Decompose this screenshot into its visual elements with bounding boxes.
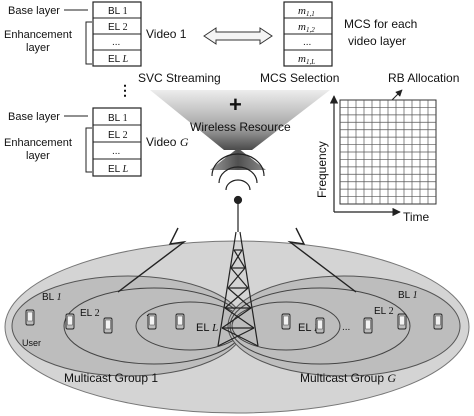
phone-icon (363, 317, 373, 334)
phone-icon (433, 313, 443, 330)
vg-row-ell: EL L (108, 164, 129, 175)
enhancement-brace-1 (85, 21, 92, 65)
phone-icon (103, 317, 113, 334)
phone-icon (147, 313, 157, 330)
mcs-table: m1,1 m1,2 ... m1,L MCS for each video la… (283, 1, 417, 67)
vg-row-dots: ... (112, 146, 120, 157)
enhancement-label-1a: Enhancement (4, 29, 72, 41)
v1-row-el2: EL 2 (108, 22, 128, 33)
enhancement-label-1b: layer (26, 42, 50, 54)
v1-row-ell: EL L (108, 54, 129, 65)
mcs-selection-label: MCS Selection (260, 71, 339, 85)
lightning-bolt-right-icon (287, 227, 357, 293)
rb-allocation-title: RB Allocation (388, 71, 459, 85)
video-g-label: Video G (146, 135, 189, 149)
enhancement-label-2a: Enhancement (4, 137, 72, 149)
multicast-group-1-label: Multicast Group 1 (64, 371, 158, 385)
vg-row-bl: BL 1 (108, 113, 128, 124)
vg-row-el2: EL 2 (108, 130, 128, 141)
base-layer-label-1: Base layer (8, 5, 60, 17)
mcs-cell-4: m1,L (298, 53, 315, 66)
phone-icon (175, 313, 185, 330)
rb-grid (339, 99, 437, 205)
lightning-bolt-left-icon (117, 227, 187, 293)
g1-bl-label: BL 1 (42, 292, 62, 303)
g1-ell-label: EL L (196, 322, 218, 334)
gg-bl-label: BL 1 (398, 290, 418, 301)
phone-icon (281, 313, 291, 330)
double-arrow-icon (203, 27, 273, 45)
gg-dots: ... (342, 322, 350, 333)
base-layer-label-2: Base layer (8, 111, 60, 123)
rb-xlabel: Time (403, 210, 430, 224)
phone-icon (397, 313, 407, 330)
phone-icon (25, 309, 35, 326)
multicast-group-1-area (11, 275, 245, 377)
resource-funnel: + Wireless Resource (150, 90, 330, 170)
vertical-ellipsis: ⋮ (118, 82, 132, 98)
video-1-layer-stack: Base layer Enhancement layer BL 1 EL 2 .… (4, 1, 187, 67)
mcs-title-2: video layer (348, 34, 406, 48)
enhancement-brace-2 (85, 127, 92, 173)
mcs-cell-2: m1,2 (298, 21, 315, 34)
base-station-tower-icon (211, 153, 265, 347)
gg-el2-label: EL 2 (374, 306, 394, 317)
multicast-group-g-area (227, 275, 461, 377)
rb-ylabel: Frequency (315, 141, 329, 198)
v1-row-dots: ... (112, 37, 120, 48)
rb-allocation-chart: RB Allocation Frequency Time (315, 71, 459, 224)
v1-row-bl: BL 1 (108, 6, 128, 17)
plus-icon: + (229, 92, 242, 117)
enhancement-label-2b: layer (26, 150, 50, 162)
video-g-layer-stack: Base layer Enhancement layer BL 1 EL 2 .… (4, 107, 189, 177)
multicast-group-g-label: Multicast Group G (300, 371, 396, 385)
mcs-cell-dots: ... (303, 37, 311, 48)
phone-icon (315, 317, 325, 334)
g1-el2-label: EL 2 (80, 308, 100, 319)
wireless-resource-label: Wireless Resource (190, 120, 291, 134)
svc-streaming-label: SVC Streaming (138, 71, 221, 85)
phone-icon (65, 313, 75, 330)
g1-dots: ... (146, 308, 154, 319)
video-1-label: Video 1 (146, 27, 187, 41)
user-label: User (22, 338, 41, 348)
mcs-cell-1: m1,1 (298, 5, 315, 18)
user-devices (25, 309, 443, 334)
mcs-title-1: MCS for each (344, 17, 417, 31)
